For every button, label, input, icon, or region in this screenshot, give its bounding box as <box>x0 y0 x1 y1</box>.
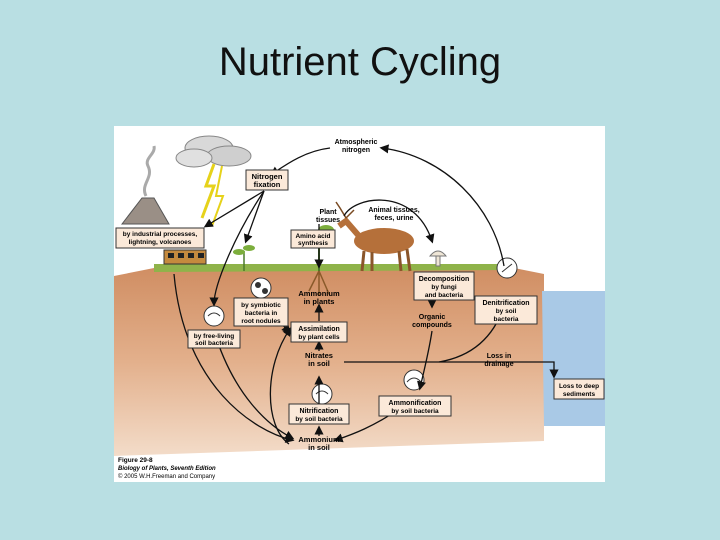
box-free-living-bacteria: by free-living soil bacteria <box>187 329 241 349</box>
svg-text:nitrogen: nitrogen <box>342 147 370 154</box>
svg-text:Assimilation: Assimilation <box>298 326 340 333</box>
svg-text:Loss to deep: Loss to deep <box>559 383 599 390</box>
label-ammonium-soil: Ammonium in soil <box>298 435 340 452</box>
svg-text:Loss in: Loss in <box>487 353 512 360</box>
label-plant-tissues: Plant tissues <box>316 209 340 224</box>
svg-text:in plants: in plants <box>304 297 335 306</box>
figure-caption: Figure 29-8 Biology of Plants, Seventh E… <box>118 457 216 480</box>
box-amino-acid-synthesis: Amino acid synthesis <box>290 229 336 249</box>
free-living-bacteria-icon <box>203 305 225 327</box>
svg-text:feces, urine: feces, urine <box>375 215 414 222</box>
svg-text:by fungi: by fungi <box>431 284 456 291</box>
ammonifying-bacteria-icon <box>403 369 425 391</box>
svg-text:Nitrogen: Nitrogen <box>252 172 283 181</box>
label-animal-tissues: Animal tissues, feces, urine <box>368 207 419 222</box>
box-assimilation: Assimilation by plant cells <box>290 321 348 343</box>
nitrifying-bacteria-icon <box>311 383 333 405</box>
box-ammonification: Ammonification by soil bacteria <box>378 395 452 417</box>
label-nitrates-soil: Nitrates in soil <box>305 351 333 368</box>
svg-text:Organic: Organic <box>419 314 446 321</box>
nutrient-cycle-diagram: Atmospheric nitrogen Plant tissues Anima… <box>114 126 605 482</box>
box-loss-sediments: Loss to deep sediments <box>553 378 605 400</box>
cycle-arrows <box>173 144 559 445</box>
svg-text:fixation: fixation <box>254 180 281 189</box>
svg-text:tissues: tissues <box>316 217 340 224</box>
label-ammonium-plants: Ammonium in plants <box>298 289 340 306</box>
svg-text:Decomposition: Decomposition <box>419 276 470 283</box>
svg-text:by industrial processes,: by industrial processes, <box>123 231 198 238</box>
label-organic-compounds: Organic compounds <box>412 314 452 329</box>
svg-text:Amino acid: Amino acid <box>295 233 330 240</box>
svg-text:© 2005 W.H.Freeman and Company: © 2005 W.H.Freeman and Company <box>118 473 215 480</box>
svg-text:Biology of Plants, Seventh Edi: Biology of Plants, Seventh Edition <box>118 466 216 472</box>
box-decomposition: Decomposition by fungi and bacteria <box>413 271 475 301</box>
box-nitrification: Nitrification by soil bacteria <box>288 403 350 425</box>
svg-text:by symbiotic: by symbiotic <box>241 302 281 309</box>
svg-text:Ammonium: Ammonium <box>298 435 340 444</box>
svg-text:by plant cells: by plant cells <box>298 334 340 341</box>
mushroom-icon <box>428 250 448 267</box>
svg-text:Nitrates: Nitrates <box>305 351 333 360</box>
svg-text:Figure 29-8: Figure 29-8 <box>118 457 153 464</box>
svg-text:by soil bacteria: by soil bacteria <box>391 408 439 415</box>
svg-text:Nitrification: Nitrification <box>300 408 339 415</box>
svg-text:Ammonium: Ammonium <box>298 289 340 298</box>
small-plant-icon <box>233 245 255 271</box>
svg-text:Plant: Plant <box>319 209 337 216</box>
svg-text:bacteria in: bacteria in <box>245 310 278 317</box>
svg-text:Atmospheric: Atmospheric <box>335 139 378 146</box>
storm-cloud-icon <box>175 135 252 168</box>
svg-text:Animal tissues,: Animal tissues, <box>368 207 419 214</box>
svg-text:by soil: by soil <box>496 308 517 315</box>
box-symbiotic-bacteria: by symbiotic bacteria in root nodules <box>233 297 289 327</box>
svg-text:synthesis: synthesis <box>298 240 328 247</box>
svg-text:compounds: compounds <box>412 322 452 329</box>
svg-text:by free-living: by free-living <box>194 333 234 340</box>
svg-text:root nodules: root nodules <box>241 318 281 325</box>
svg-text:lightning, volcanoes: lightning, volcanoes <box>129 239 192 246</box>
box-nitrogen-fixation: Nitrogen fixation <box>245 169 289 191</box>
svg-text:in soil: in soil <box>308 443 330 452</box>
box-industrial-processes: by industrial processes, lightning, volc… <box>115 227 205 249</box>
svg-text:drainage: drainage <box>484 361 513 368</box>
svg-text:sediments: sediments <box>563 391 596 398</box>
svg-text:soil bacteria: soil bacteria <box>195 340 233 347</box>
label-atmospheric-nitrogen: Atmospheric nitrogen <box>335 139 378 154</box>
deer-icon <box>335 201 414 272</box>
denitrifying-bacteria-icon <box>496 257 518 279</box>
box-denitrification: Denitrification by soil bacteria <box>474 295 538 325</box>
svg-text:in soil: in soil <box>308 359 330 368</box>
svg-text:and bacteria: and bacteria <box>425 292 464 299</box>
svg-text:Denitrification: Denitrification <box>482 300 529 307</box>
lightning-icon <box>200 163 225 227</box>
water-body <box>542 291 605 426</box>
volcano-icon <box>120 145 170 225</box>
svg-text:bacteria: bacteria <box>494 316 519 323</box>
slide-title: Nutrient Cycling <box>218 40 502 84</box>
svg-text:Ammonification: Ammonification <box>389 400 442 407</box>
root-nodule-icon <box>250 277 272 299</box>
label-loss-drainage: Loss in drainage <box>484 353 513 368</box>
svg-text:by soil bacteria: by soil bacteria <box>295 416 343 423</box>
factory-icon <box>163 249 207 265</box>
